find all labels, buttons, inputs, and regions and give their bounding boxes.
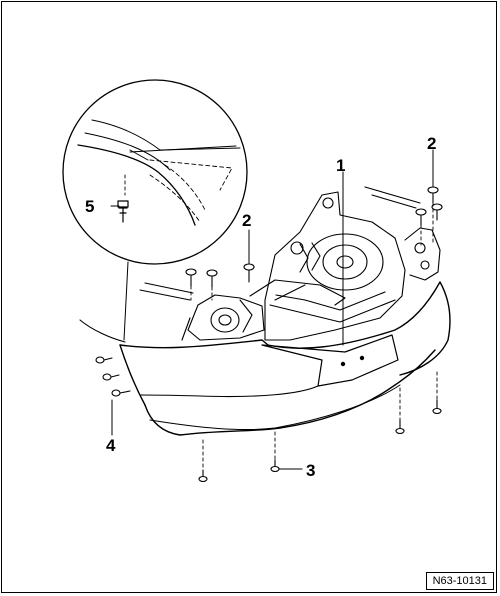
rear-bumper-cover	[119, 281, 451, 436]
callout-2-left: 2	[242, 211, 252, 230]
callout-5: 5	[85, 197, 95, 216]
screws-2-right	[415, 149, 443, 246]
clip-5	[117, 200, 129, 223]
callout-2-right: 2	[427, 134, 437, 153]
vehicle-body	[79, 186, 441, 343]
callout-4: 4	[106, 436, 116, 455]
lower-screws	[198, 371, 442, 483]
reference-code-box: N63-10131	[425, 572, 494, 590]
callout-1: 1	[336, 156, 346, 175]
detail-magnifier	[62, 79, 248, 265]
fasteners-4	[95, 356, 131, 436]
magnifier-leader	[123, 261, 129, 341]
callout-3: 3	[306, 461, 316, 480]
screws-2-left	[185, 229, 255, 301]
